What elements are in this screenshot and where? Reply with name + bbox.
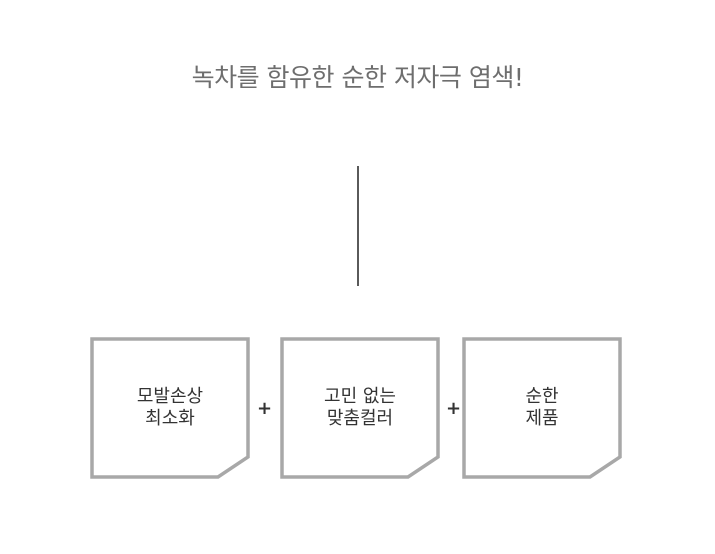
feature-box-custom-color: 고민 없는 맞춤컬러	[280, 337, 440, 479]
box-label-line2: 맞춤컬러	[326, 408, 394, 429]
box-label-line1: 순한	[525, 386, 559, 407]
folded-card-shape	[280, 337, 440, 479]
headline: 녹차를 함유한 순한 저자극 염색!	[191, 63, 524, 92]
connector-line	[357, 166, 359, 286]
plus-operator: +	[257, 398, 273, 419]
feature-box-mild-product: 순한 제품	[462, 337, 622, 479]
plus-operator: +	[446, 398, 462, 419]
box-label-line1: 모발손상	[136, 386, 204, 407]
feature-box-hair-damage: 모발손상 최소화	[90, 337, 250, 479]
box-label-line2: 최소화	[145, 408, 195, 429]
folded-card-shape	[462, 337, 622, 479]
folded-card-shape	[90, 337, 250, 479]
box-label-line2: 제품	[525, 408, 559, 429]
box-label-line1: 고민 없는	[324, 386, 396, 407]
